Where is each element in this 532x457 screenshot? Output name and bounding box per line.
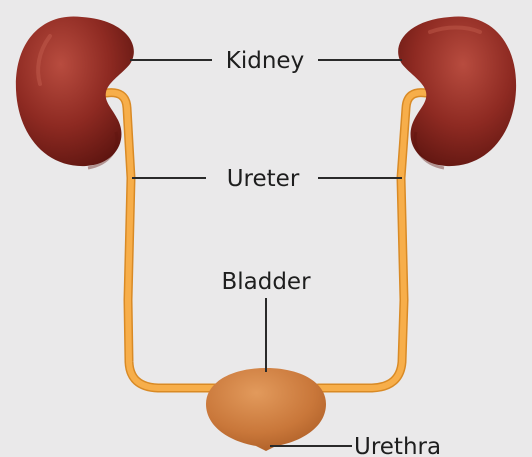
ureter-label: Ureter (227, 166, 300, 192)
kidney-label: Kidney (226, 48, 304, 74)
bladder (206, 368, 326, 451)
urethra-label: Urethra (354, 434, 441, 457)
bladder-label: Bladder (221, 269, 311, 295)
right-ureter (318, 93, 426, 388)
left-ureter (106, 93, 218, 388)
